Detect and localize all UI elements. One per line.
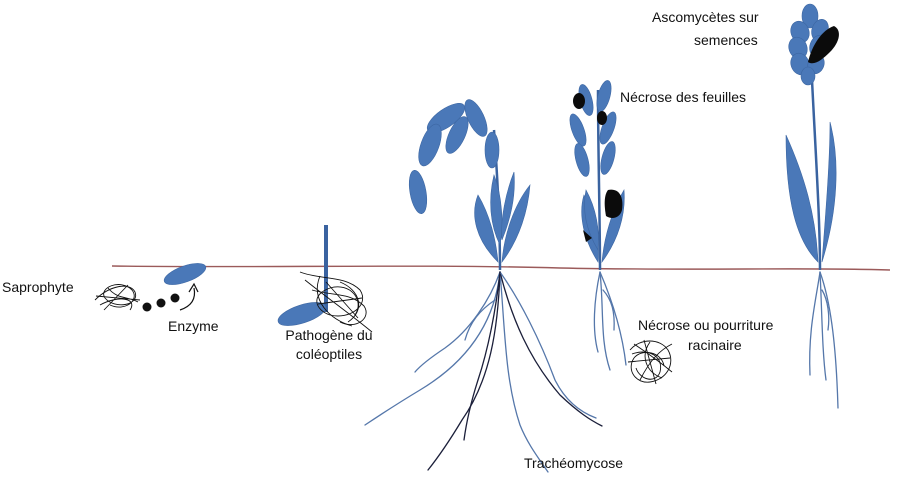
tracheomycose-roots	[364, 271, 603, 473]
enzyme-spore	[163, 263, 207, 285]
soil-line	[111, 265, 891, 271]
label-enzyme: Enzyme	[168, 318, 219, 334]
enzyme-dots	[142, 293, 180, 312]
label-pathogen-line1: Pathogène du	[285, 327, 372, 343]
saprophyte-hyphae	[94, 284, 141, 311]
root-rot-blob	[627, 339, 673, 385]
leaf-necrosis-roots	[593, 271, 627, 371]
label-leaf-necrosis: Nécrose des feuilles	[620, 89, 746, 105]
ascomycetes-plant	[785, 3, 839, 271]
seed-lesion	[808, 26, 839, 64]
leaf-lesion	[597, 111, 607, 125]
label-ascomycetes-line2: semences	[694, 32, 758, 48]
ascomycetes-roots	[809, 271, 839, 409]
leaf-lesion	[604, 189, 623, 218]
enzyme-arrowhead	[188, 282, 199, 293]
label-saprophyte: Saprophyte	[2, 279, 74, 295]
tracheomycose-plant	[408, 99, 531, 271]
leaf-lesion	[573, 93, 585, 109]
coleoptile-seed	[277, 302, 327, 326]
label-tracheomycose: Trachéomycose	[524, 455, 623, 471]
label-pathogen-line2: coléoptiles	[296, 346, 362, 362]
leaf-necrosis-plant	[569, 80, 625, 271]
enzyme-arrow	[179, 287, 196, 311]
leaf-lesion	[583, 230, 592, 242]
label-root-necrosis-line2: racinaire	[688, 337, 742, 353]
coleoptile-hyphae	[299, 271, 373, 333]
label-root-necrosis-line1: Nécrose ou pourriture	[638, 317, 774, 333]
label-ascomycetes-line1: Ascomycètes sur	[652, 9, 759, 25]
